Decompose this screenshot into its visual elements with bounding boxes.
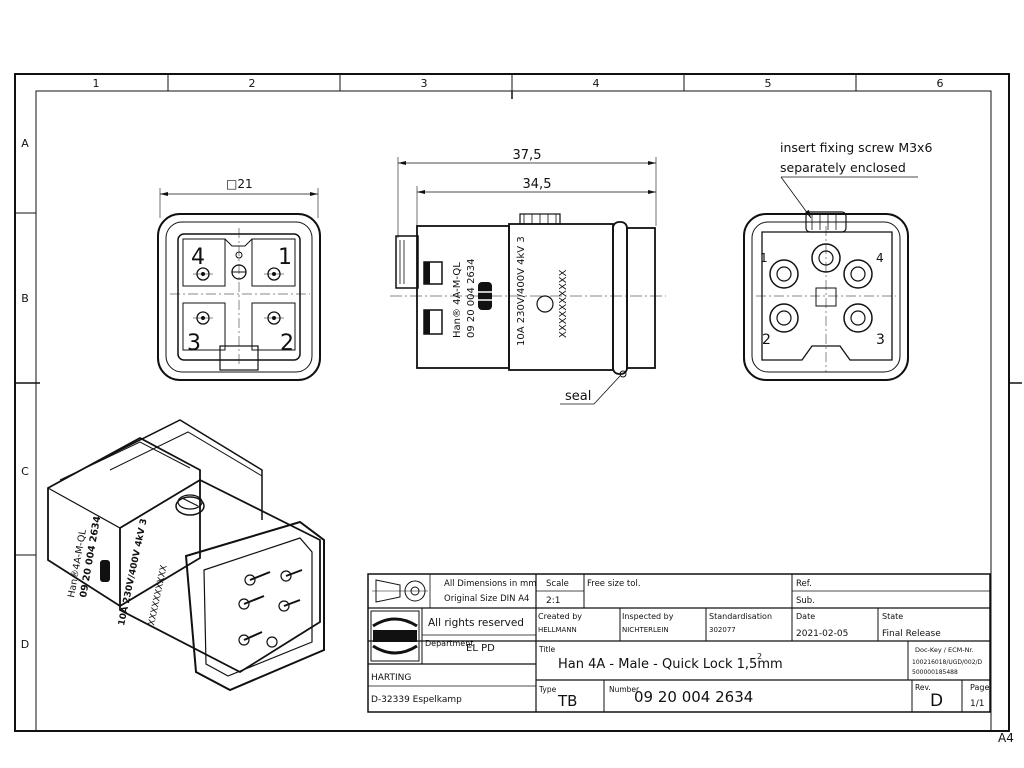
state-value: Final Release <box>882 629 941 639</box>
side-marking-partno: 09 20 004 2634 <box>466 258 477 338</box>
inspected-label: Inspected by <box>622 612 674 621</box>
page-label: Page <box>970 683 989 692</box>
created-label: Created by <box>538 612 582 621</box>
zone-row-b: B <box>21 292 29 305</box>
zone-row-c: C <box>21 465 29 478</box>
side-marking-serial: XXXXXXXXXX <box>558 269 569 338</box>
department-label: Department <box>425 639 473 648</box>
zone-col-6: 6 <box>937 77 944 90</box>
title-label: Title <box>538 645 555 654</box>
standardisation-value: 302077 <box>709 626 736 634</box>
terminal-number-2: 2 <box>762 332 771 348</box>
company-name: HARTING <box>371 673 411 683</box>
contact-number-1: 1 <box>278 245 292 270</box>
isometric-view <box>47 419 325 692</box>
front-view-dimension: □21 <box>226 177 253 191</box>
back-view <box>743 176 918 381</box>
iso-marking-serial: XXXXXXXXXX <box>147 564 170 626</box>
zone-col-3: 3 <box>421 77 428 90</box>
iso-marking-rating: 10A 230V/400V 4kV 3 <box>117 518 149 627</box>
rights-note: All rights reserved <box>428 617 524 629</box>
date-value: 2021-02-05 <box>796 629 848 639</box>
terminal-number-3: 3 <box>876 332 885 348</box>
inspected-value: NICHTERLEIN <box>622 626 669 634</box>
tolerance-label: Free size tol. <box>587 579 641 589</box>
contact-number-4: 4 <box>191 245 205 270</box>
number-label: Number <box>609 685 640 694</box>
terminal-number-4: 4 <box>876 251 884 265</box>
dockey-line2: 500000185488 <box>912 669 958 676</box>
sub-label: Sub. <box>796 596 815 606</box>
dims-note-line1: All Dimensions in mm <box>444 579 537 589</box>
date-label: Date <box>796 612 815 621</box>
rev-label: Rev. <box>915 683 931 692</box>
sheet-format-label: A4 <box>998 731 1014 745</box>
type-value: TB <box>557 692 577 710</box>
dims-note-line2: Original Size DIN A4 <box>444 594 529 604</box>
seal-label: seal <box>565 389 591 404</box>
zone-col-1: 1 <box>93 77 100 90</box>
dockey-line1: 100216018/UGD/002/D <box>912 659 983 666</box>
state-label: State <box>882 612 903 621</box>
screw-note-line1: insert fixing screw M3x6 <box>780 140 932 155</box>
side-marking-type: Han® 4A-M-QL <box>452 262 463 338</box>
type-label: Type <box>538 685 557 694</box>
company-address: D-32339 Espelkamp <box>371 695 462 705</box>
screw-note-line2: separately enclosed <box>780 160 906 175</box>
zone-row-a: A <box>21 137 29 150</box>
rev-value: D <box>930 691 943 711</box>
contact-number-2: 2 <box>280 331 294 356</box>
zone-row-d: D <box>21 638 29 651</box>
terminal-number-1: 1 <box>760 251 768 265</box>
zone-col-2: 2 <box>249 77 256 90</box>
department-value: EL PD <box>466 643 495 654</box>
dimension-body-length: 34,5 <box>523 177 552 192</box>
harting-logo-text: HARTING <box>379 633 410 641</box>
contact-number-3: 3 <box>187 331 201 356</box>
drawing-number: 09 20 004 2634 <box>634 688 753 706</box>
standardisation-label: Standardisation <box>709 612 772 621</box>
created-value: HELLMANN <box>538 626 577 634</box>
front-view <box>157 188 321 381</box>
side-view <box>390 157 666 405</box>
zone-col-4: 4 <box>593 77 600 90</box>
dockey-label: Doc-Key / ECM-Nr. <box>915 646 974 654</box>
dimension-overall-length: 37,5 <box>513 148 542 163</box>
title-block <box>367 573 991 713</box>
drawing-title: Han 4A - Male - Quick Lock 1,5mm <box>558 657 783 672</box>
scale-label: Scale <box>546 579 569 589</box>
scale-value: 2:1 <box>546 596 560 606</box>
page-value: 1/1 <box>970 699 984 709</box>
ref-label: Ref. <box>796 579 812 589</box>
drawing-title-superscript: 2 <box>757 652 762 661</box>
side-marking-rating: 10A 230V/400V 4kV 3 <box>516 236 527 346</box>
zone-col-5: 5 <box>765 77 772 90</box>
sheet-frame <box>14 73 1022 732</box>
